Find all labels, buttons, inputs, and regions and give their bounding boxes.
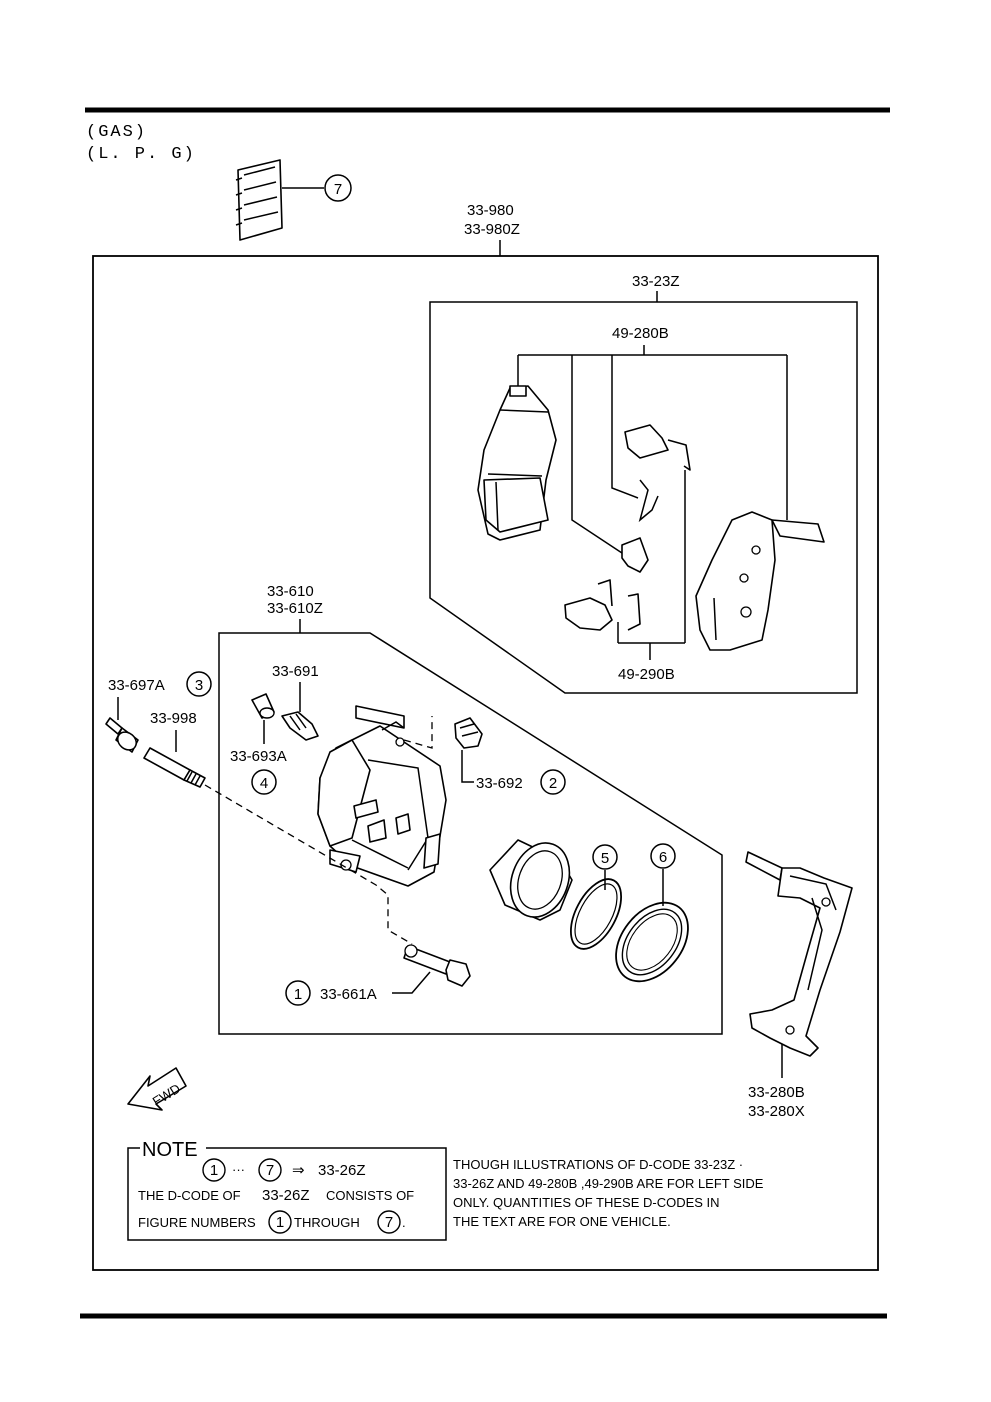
bleeder-code: 33-691	[272, 663, 319, 680]
bolt-drawing	[143, 747, 206, 788]
assembly-frame	[92, 255, 879, 1271]
caliper-code-2: 33-610Z	[267, 600, 323, 617]
note-arrow: ⇒	[292, 1162, 305, 1179]
lock-pin-code: 33-661A	[320, 986, 377, 1003]
assembly-code-2: 33-980Z	[464, 221, 520, 238]
ref-circle-6: 6	[650, 843, 676, 869]
note-line2-pre: THE D-CODE OF	[138, 1188, 241, 1203]
guide-pin-code: 33-697A	[108, 677, 165, 694]
note-frame	[127, 1147, 447, 1241]
outer-brake-pad	[695, 511, 825, 651]
bolt-code: 33-998	[150, 710, 197, 727]
ref-circle-7: 7	[324, 174, 352, 202]
svg-text:7: 7	[385, 1214, 393, 1231]
svg-text:4: 4	[260, 775, 268, 792]
ref-circle-1: 1	[285, 980, 311, 1006]
bleeder-drawing	[281, 711, 319, 741]
assembly-code-1: 33-980	[467, 202, 514, 219]
caliper-bracket-drawing	[745, 851, 853, 1057]
guide-pin-drawing	[105, 717, 139, 753]
svg-text:2: 2	[549, 775, 557, 792]
note-title: NOTE	[142, 1139, 198, 1161]
note-ref-from: 1	[202, 1158, 226, 1182]
inner-brake-pad	[477, 385, 557, 541]
remark-line-4: THE TEXT ARE FOR ONE VEHICLE.	[453, 1214, 671, 1229]
boot-code: 33-692	[476, 775, 523, 792]
note-line3-mid: THROUGH	[294, 1215, 360, 1230]
boot-drawing	[454, 717, 483, 749]
pads-code: 49-280B	[612, 325, 669, 342]
note-line2-post: CONSISTS OF	[326, 1188, 414, 1203]
note-kit-code: 33-26Z	[318, 1162, 366, 1179]
caliper-frame	[218, 632, 723, 1035]
piston-drawing	[489, 839, 573, 921]
header-gas: (GAS)	[86, 123, 147, 142]
ref-circle-5: 5	[592, 844, 618, 870]
svg-text:5: 5	[601, 850, 609, 867]
note-line2-code: 33-26Z	[262, 1187, 310, 1204]
svg-text:7: 7	[334, 181, 342, 198]
pad-shim-lower	[564, 579, 641, 631]
bleeder-cap-code: 33-693A	[230, 748, 287, 765]
bracket-code-1: 33-280B	[748, 1084, 805, 1101]
shims-code: 49-290B	[618, 666, 675, 683]
note-line3-ref1: 1	[268, 1210, 292, 1234]
shim-7-drawing	[235, 159, 324, 241]
svg-text:1: 1	[276, 1214, 284, 1231]
ref-circle-2: 2	[540, 769, 566, 795]
ref-circle-3: 3	[186, 671, 212, 697]
pad-clip-upper	[624, 424, 691, 523]
ref-circle-4: 4	[251, 769, 277, 795]
pad-kit-code: 33-23Z	[632, 273, 680, 290]
lock-pin-drawing	[403, 944, 471, 987]
pad-clip-middle	[621, 537, 649, 573]
svg-text:1: 1	[210, 1162, 218, 1179]
svg-text:7: 7	[266, 1162, 274, 1179]
forward-arrow-icon: FWD	[127, 1067, 187, 1111]
note-ellipsis: ···	[232, 1162, 245, 1177]
dust-seal-drawing	[615, 901, 689, 983]
note-ref-to: 7	[258, 1158, 282, 1182]
caliper-body-drawing	[317, 705, 447, 887]
note-line3-ref2: 7	[377, 1210, 401, 1234]
pad-kit-frame	[429, 301, 858, 694]
remark-line-2: 33-26Z AND 49-280B ,49-290B ARE FOR LEFT…	[453, 1176, 764, 1191]
svg-text:1: 1	[294, 986, 302, 1003]
caliper-code-1: 33-610	[267, 583, 314, 600]
bleeder-cap-drawing	[251, 693, 275, 719]
piston-seal-drawing	[569, 878, 623, 950]
bracket-code-2: 33-280X	[748, 1103, 805, 1120]
svg-text:6: 6	[659, 849, 667, 866]
header-lpg: (L. P. G)	[86, 145, 196, 164]
svg-text:3: 3	[195, 677, 203, 694]
remark-line-3: ONLY. QUANTITIES OF THESE D-CODES IN	[453, 1195, 720, 1210]
note-line3-pre: FIGURE NUMBERS	[138, 1215, 256, 1230]
remark-line-1: THOUGH ILLUSTRATIONS OF D-CODE 33-23Z ·	[453, 1157, 743, 1172]
note-line3-end: .	[402, 1215, 406, 1230]
